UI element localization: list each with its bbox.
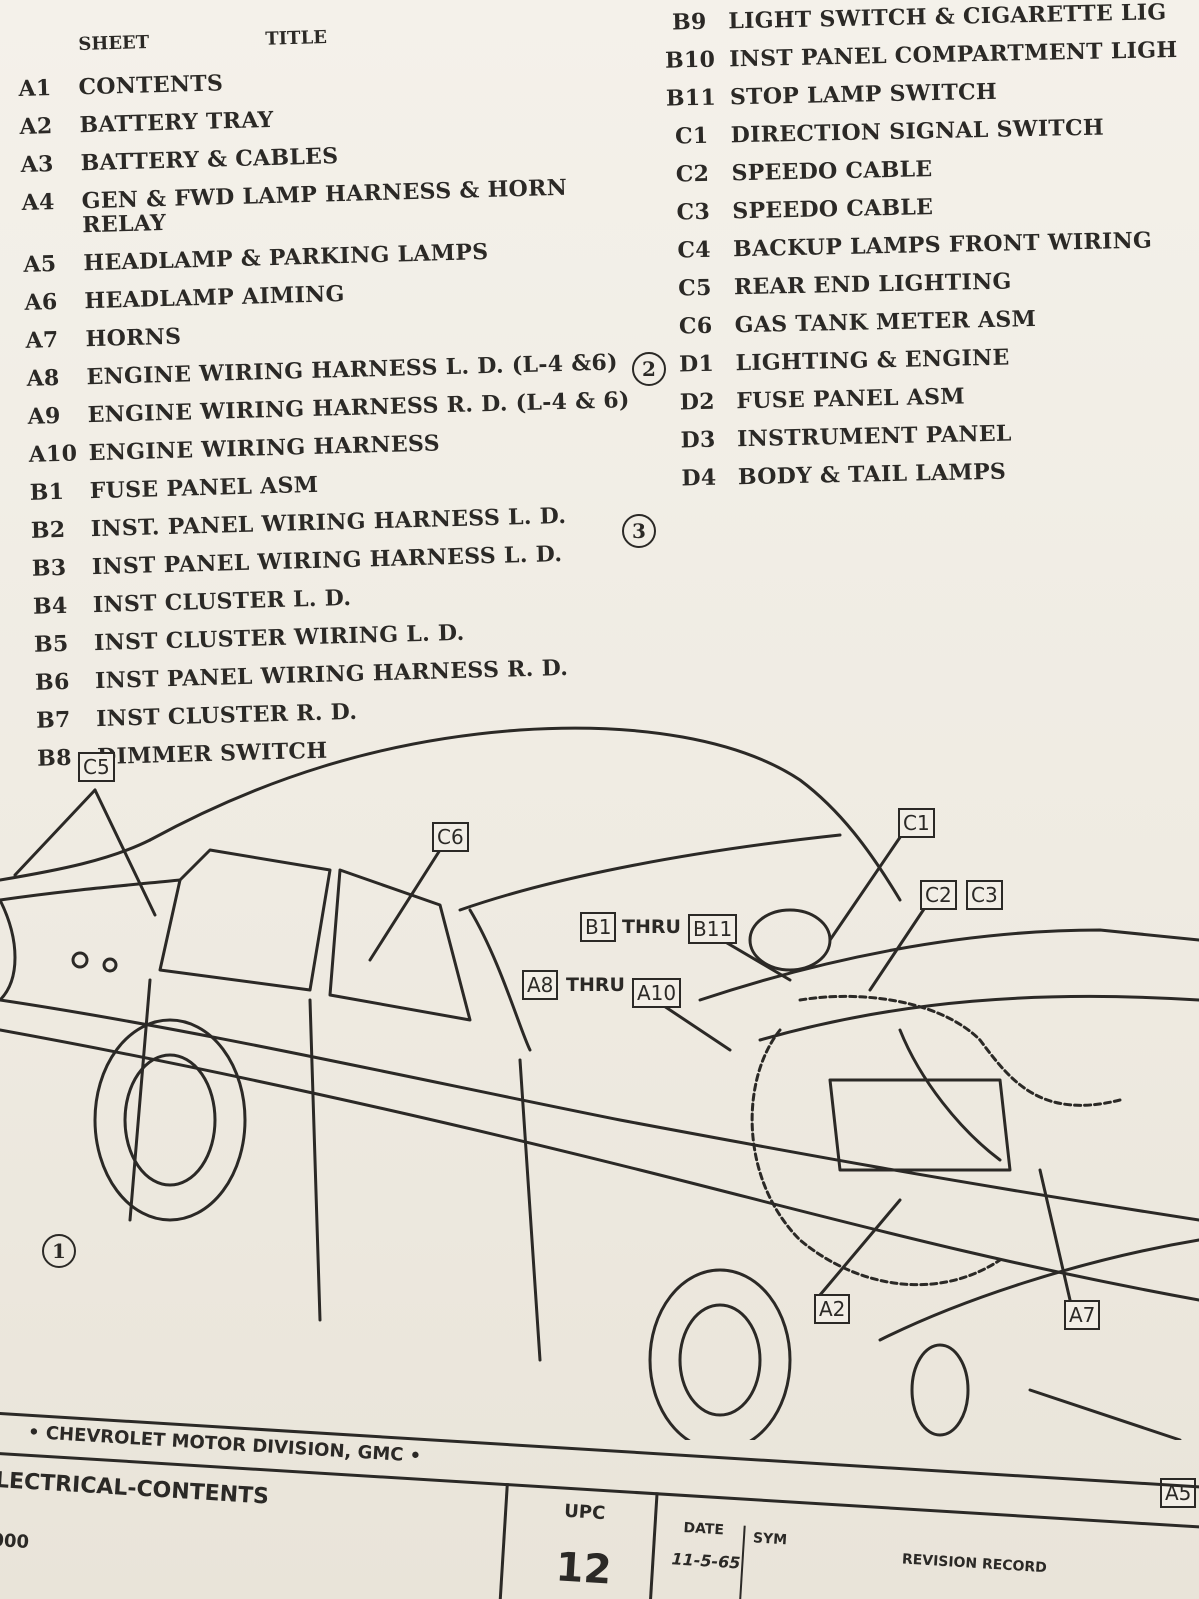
sheet-title: LECTRICAL-CONTENTS (0, 1467, 270, 1510)
marker-one: 1 (42, 1234, 76, 1268)
callout-c6: C6 (432, 822, 469, 852)
callout-a2: A2 (814, 1294, 851, 1324)
thru-label-b: THRU (622, 916, 681, 938)
callout-c5: C5 (78, 752, 115, 782)
marker-three: 3 (622, 514, 656, 548)
callout-a10: A10 (632, 978, 682, 1008)
sym-label: SYM (752, 1530, 788, 1549)
upc-label: UPC (563, 1500, 606, 1525)
callout-c2: C2 (920, 880, 957, 910)
date-label: DATE (682, 1519, 725, 1539)
thru-label-a: THRU (566, 974, 625, 996)
callout-b11: B11 (688, 914, 738, 944)
car-wiring-illustration (0, 726, 1199, 1440)
upc-value: 12 (554, 1544, 613, 1594)
date-value: 11-5-65 (670, 1549, 741, 1573)
marker-two: 2 (632, 352, 666, 386)
drawing-number: 000 (0, 1529, 30, 1554)
callout-c3: C3 (966, 880, 1003, 910)
callout-a8: A8 (522, 970, 559, 1000)
revision-label: REVISION RECORD (901, 1551, 1048, 1577)
callout-a7: A7 (1064, 1300, 1101, 1330)
callout-b1: B1 (580, 912, 617, 942)
column-header: SHEET TITLE (78, 24, 437, 55)
title-label: TITLE (265, 27, 328, 50)
callout-c1: C1 (898, 808, 935, 838)
sheet-label: SHEET (78, 32, 150, 55)
